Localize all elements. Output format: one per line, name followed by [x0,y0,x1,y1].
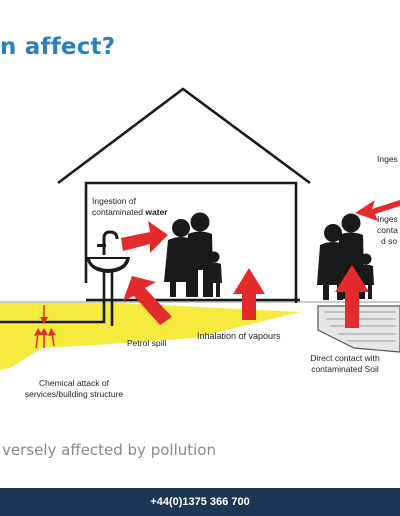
arrow-chem-4 [35,332,39,349]
label-chemical-attack-line1: Chemical attack of [39,378,109,388]
label-ingestion-water-line1: Ingestion of [92,196,136,206]
arrow-ingestion-water [121,221,168,253]
page-title: n affect? [0,34,116,60]
arrow-direct-contact [335,265,369,328]
label-chemical-attack-line2: services/building structure [24,389,124,399]
arrow-petrol-spill [123,276,172,325]
label-direct-contact-line2: contaminated Soil [311,364,379,374]
arrow-ingestion-soil [355,200,400,221]
pollution-diagram [0,87,400,370]
petrol-spill-plume [0,303,300,370]
label-ingestion-soil-line2: conta [377,225,398,235]
arrow-inhalation [233,268,265,320]
footer-bar: +44(0)1375 366 700 [0,488,400,516]
label-ingestion-right-top: Inges [377,154,398,164]
label-ingestion-water-bold: water [145,207,168,217]
label-chemical-attack: Chemical attack of services/building str… [14,378,134,400]
label-ingestion-water-prefix: contaminated [92,207,146,217]
label-direct-contact: Direct contact with contaminated Soil [297,353,393,375]
contaminated-soil-patch [317,305,400,353]
label-ingestion-soil: Inges conta d so [377,214,398,247]
family-icon [164,212,222,297]
house-outline [57,87,311,303]
footer-phone[interactable]: +44(0)1375 366 700 [150,496,250,508]
page-subtitle: versely affected by pollution [2,441,216,459]
label-ingestion-soil-line1: Inges [377,214,398,224]
water-pipe [0,270,114,326]
label-petrol-spill: Petrol spill [127,338,167,348]
label-ingestion-water: Ingestion of contaminated water [92,196,168,218]
label-inhalation-vapours: Inhalation of vapours [197,331,281,341]
label-ingestion-water-line2: contaminated water [92,207,168,218]
label-ingestion-soil-line3: d so [381,236,398,246]
red-arrow-icon [34,200,400,349]
label-direct-contact-line1: Direct contact with [310,353,380,363]
sink-tap-icon [86,230,130,273]
